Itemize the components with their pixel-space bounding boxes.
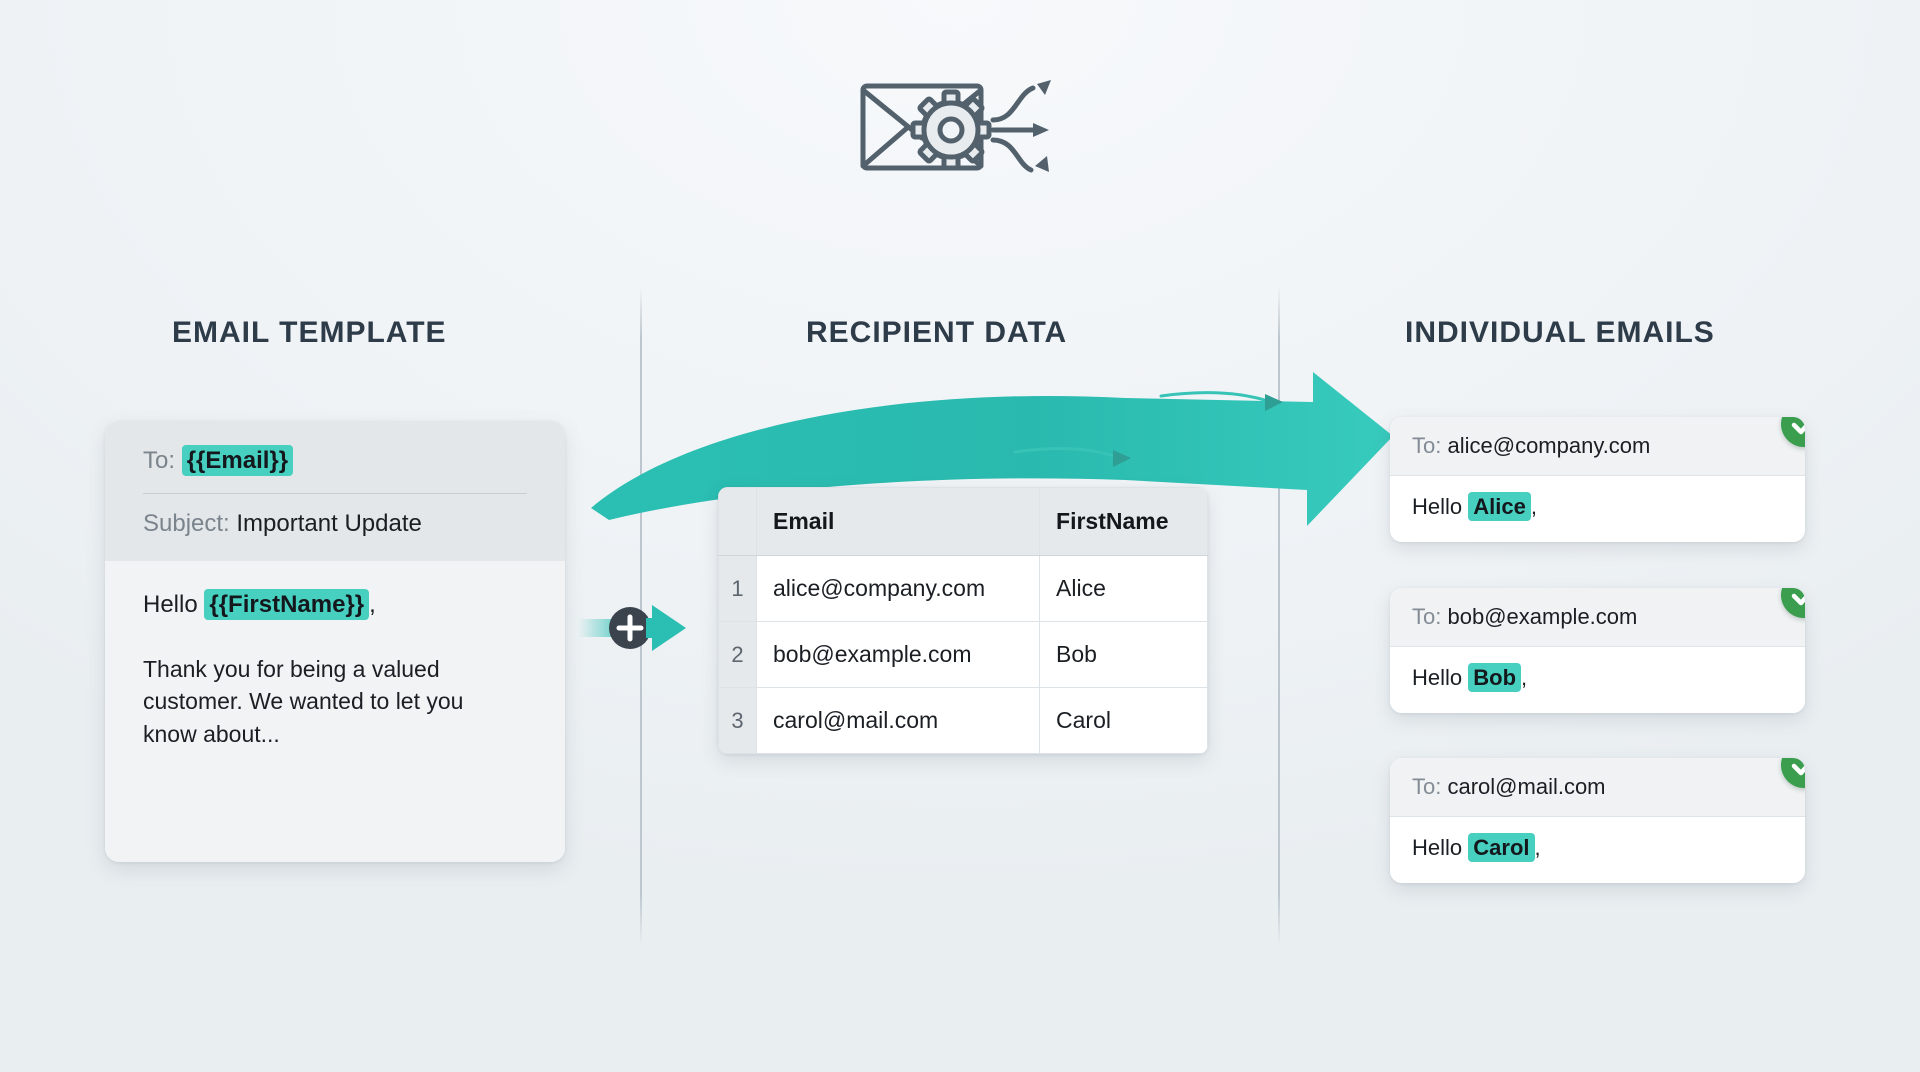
template-greeting-suffix: , <box>369 590 376 618</box>
row-index: 1 <box>718 555 757 622</box>
column-divider-right <box>1278 286 1280 946</box>
email-greeting-suffix: , <box>1521 665 1528 690</box>
cell-firstname: Alice <box>1039 555 1208 622</box>
envelope-gear-arrows-icon <box>855 68 1065 193</box>
email-to-address: bob@example.com <box>1447 604 1638 629</box>
column-header-firstname: FirstName <box>1039 487 1208 556</box>
email-greeting-prefix: Hello <box>1412 494 1463 519</box>
column-header-index <box>718 487 757 556</box>
template-subject-value: Important Update <box>236 510 422 538</box>
heading-email-template: EMAIL TEMPLATE <box>172 316 447 349</box>
template-to-label: To: <box>143 447 176 474</box>
email-to-label: To: <box>1412 774 1442 799</box>
email-to-row: To: carol@mail.com <box>1390 758 1805 817</box>
check-circle-icon <box>1781 417 1805 447</box>
template-greeting-prefix: Hello <box>143 590 198 618</box>
email-to-label: To: <box>1412 433 1442 458</box>
row-index: 3 <box>718 687 757 754</box>
email-greeting-suffix: , <box>1530 494 1537 519</box>
table-row[interactable]: 2 bob@example.com Bob <box>718 621 1208 688</box>
cell-email: bob@example.com <box>755 621 1041 688</box>
template-to-row: To: {{Email}} <box>143 445 527 477</box>
template-body-paragraph: Thank you for being a valued customer. W… <box>143 655 464 748</box>
heading-individual-emails: INDIVIDUAL EMAILS <box>1405 316 1715 349</box>
template-card-body: Hello {{FirstName}}, Thank you for being… <box>105 560 565 862</box>
check-circle-icon <box>1781 588 1805 618</box>
email-to-row: To: bob@example.com <box>1390 588 1805 647</box>
template-subject-row: Subject: Important Update <box>143 508 527 540</box>
template-header-divider <box>143 493 527 495</box>
heading-recipient-data: RECIPIENT DATA <box>806 316 1068 349</box>
cell-firstname: Carol <box>1039 687 1208 754</box>
email-greeting-prefix: Hello <box>1412 835 1463 860</box>
email-to-label: To: <box>1412 604 1442 629</box>
individual-email-card: To: bob@example.com Hello Bob, <box>1390 588 1805 713</box>
cell-email: carol@mail.com <box>755 687 1041 754</box>
cell-email: alice@company.com <box>755 555 1041 622</box>
row-index: 2 <box>718 621 757 688</box>
email-to-address: carol@mail.com <box>1447 774 1606 799</box>
table-row[interactable]: 1 alice@company.com Alice <box>718 555 1208 622</box>
column-header-email: Email <box>755 487 1041 556</box>
email-merged-name: Bob <box>1468 663 1522 692</box>
merge-plus-arrow-icon <box>578 597 708 659</box>
email-greeting-row: Hello Alice, <box>1390 476 1805 542</box>
table-row[interactable]: 3 carol@mail.com Carol <box>718 687 1208 754</box>
email-greeting-prefix: Hello <box>1412 665 1463 690</box>
individual-email-card: To: carol@mail.com Hello Carol, <box>1390 758 1805 883</box>
email-template-card: To: {{Email}} Subject: Important Update … <box>105 421 565 862</box>
email-greeting-row: Hello Bob, <box>1390 647 1805 713</box>
email-merged-name: Carol <box>1468 833 1535 862</box>
table-header-row: Email FirstName <box>718 487 1208 556</box>
recipient-data-table: Email FirstName 1 alice@company.com Alic… <box>718 487 1208 754</box>
check-circle-icon <box>1781 758 1805 788</box>
email-to-row: To: alice@company.com <box>1390 417 1805 476</box>
template-subject-label: Subject: <box>143 510 230 538</box>
template-firstname-token: {{FirstName}} <box>204 588 370 620</box>
email-greeting-suffix: , <box>1534 835 1541 860</box>
email-greeting-row: Hello Carol, <box>1390 817 1805 883</box>
email-merged-name: Alice <box>1468 492 1531 521</box>
cell-firstname: Bob <box>1039 621 1208 688</box>
individual-email-card: To: alice@company.com Hello Alice, <box>1390 417 1805 542</box>
template-greeting-row: Hello {{FirstName}}, <box>143 588 527 620</box>
template-card-header: To: {{Email}} Subject: Important Update <box>105 421 565 561</box>
template-email-token: {{Email}} <box>181 445 294 476</box>
email-to-address: alice@company.com <box>1447 433 1651 458</box>
